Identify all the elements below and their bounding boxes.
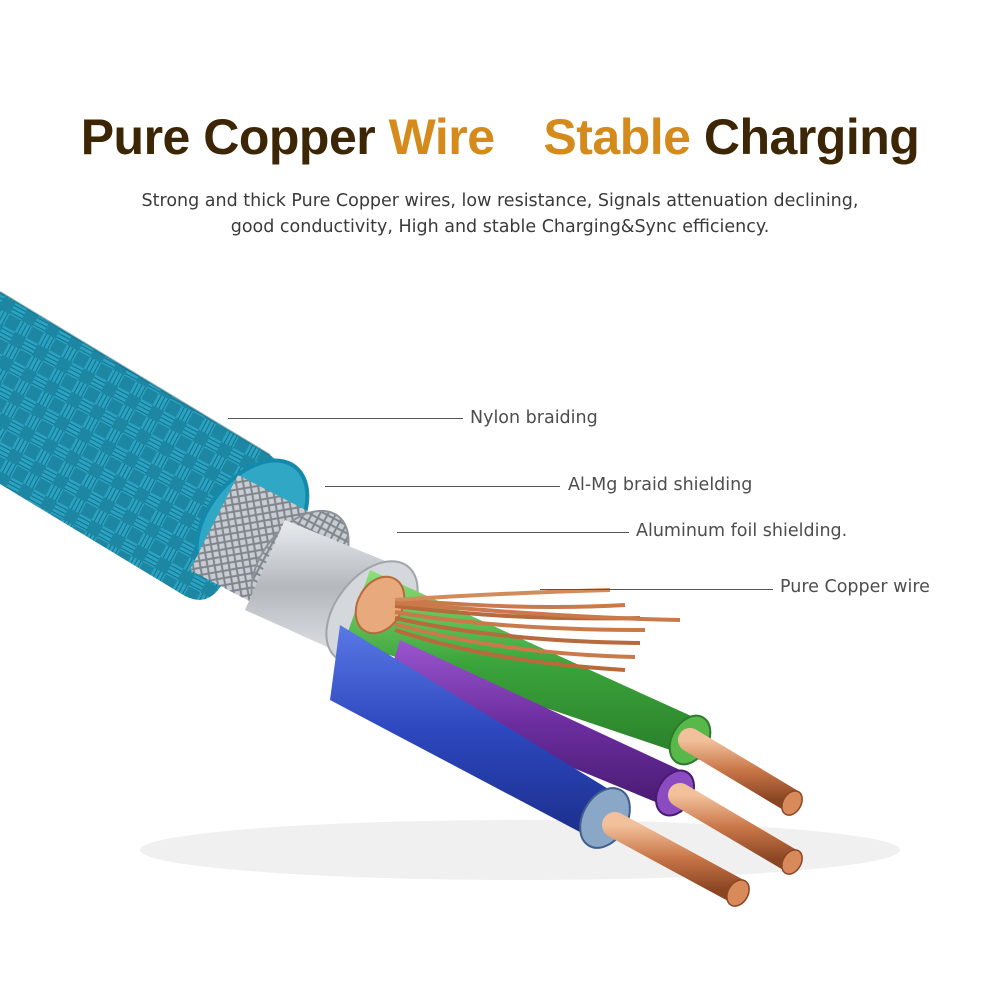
subtitle-line-2: good conductivity, High and stable Charg…	[230, 217, 770, 237]
label-pure-copper-wire: Pure Copper wire	[780, 577, 930, 597]
subtitle: Strong and thick Pure Copper wires, low …	[0, 188, 1000, 240]
headline-part-3: Stable	[543, 109, 691, 165]
copper-leader-line	[540, 589, 773, 590]
subtitle-line-1: Strong and thick Pure Copper wires, low …	[141, 191, 859, 211]
purple-wire	[385, 640, 803, 875]
nylon-leader-line	[228, 418, 463, 419]
label-al-mg-braid-shielding: Al-Mg braid shielding	[568, 475, 753, 495]
headline-part-1: Pure Copper	[80, 109, 376, 165]
blue-wire	[330, 625, 750, 907]
headline-part-2: Wire	[388, 109, 495, 165]
copper-wire-bundle	[354, 575, 681, 672]
headline: Pure Copper Wire Stable Charging	[0, 108, 1000, 166]
label-nylon-braiding: Nylon braiding	[470, 408, 598, 428]
foil-leader-line	[397, 532, 629, 533]
headline-part-4: Charging	[703, 109, 920, 165]
almg-leader-line	[325, 486, 560, 487]
label-aluminum-foil-shielding: Aluminum foil shielding.	[636, 521, 848, 541]
